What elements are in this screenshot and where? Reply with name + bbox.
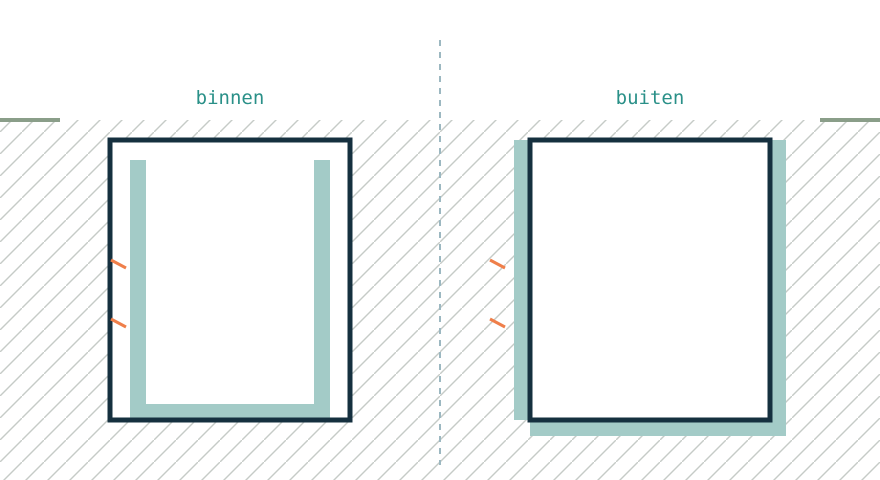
basement-interior-left bbox=[110, 140, 350, 420]
basement-interior-right bbox=[530, 140, 770, 420]
wall-anchor-upper-left bbox=[110, 258, 127, 270]
wall-frame-left bbox=[107, 137, 353, 423]
outside-title: buiten bbox=[616, 87, 685, 109]
inside-title: binnen bbox=[196, 87, 265, 109]
wall-anchor-upper-right bbox=[489, 258, 506, 270]
inside-insulation-panel: binnen bbox=[107, 87, 353, 423]
wall-anchor-lower-right bbox=[489, 317, 506, 329]
wall-anchor-lower-left bbox=[110, 317, 127, 329]
outside-insulation-panel: buiten bbox=[489, 87, 786, 436]
wall-frame-right bbox=[527, 137, 773, 423]
